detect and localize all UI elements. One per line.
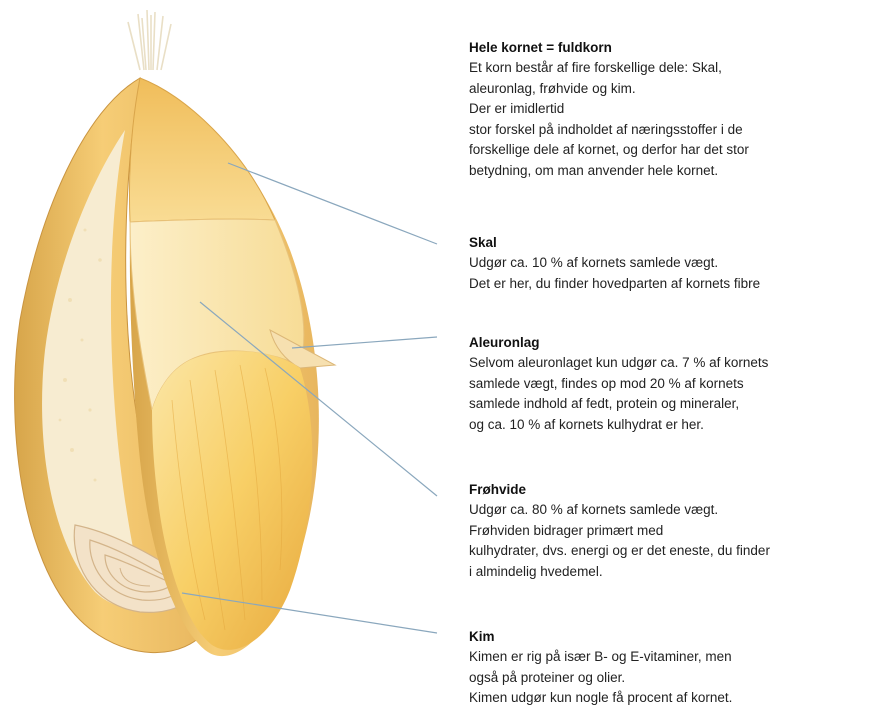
- explanation-text: Hele kornet = fuldkorn Et korn består af…: [469, 0, 887, 719]
- section-line: også på proteiner og olier.: [469, 668, 887, 689]
- section-line: Det er her, du finder hovedparten af kor…: [469, 274, 887, 295]
- kernel-brush-hairs: [128, 10, 171, 70]
- section-line: samlede indhold af fedt, protein og mine…: [469, 394, 887, 415]
- section-line: Frøhviden bidrager primært med: [469, 521, 887, 542]
- section-line: Udgør ca. 10 % af kornets samlede vægt.: [469, 253, 887, 274]
- section-line: aleuronlag, frøhvide og kim.: [469, 79, 887, 100]
- section-aleuronlag: Aleuronlag Selvom aleuronlaget kun udgør…: [469, 333, 887, 435]
- section-line: og ca. 10 % af kornets kulhydrat er her.: [469, 415, 887, 436]
- section-fuldkorn: Hele kornet = fuldkorn Et korn består af…: [469, 38, 887, 181]
- section-line: Der er imidlertid: [469, 99, 887, 120]
- section-line: forskellige dele af kornet, og derfor ha…: [469, 140, 887, 161]
- section-heading: Hele kornet = fuldkorn: [469, 38, 887, 58]
- section-line: Kimen er rig på især B- og E-vitaminer, …: [469, 647, 887, 668]
- section-line: kulhydrater, dvs. energi og er det enest…: [469, 541, 887, 562]
- section-frohvide: Frøhvide Udgør ca. 80 % af kornets samle…: [469, 480, 887, 582]
- section-heading: Aleuronlag: [469, 333, 887, 353]
- section-heading: Skal: [469, 233, 887, 253]
- section-line: Udgør ca. 80 % af kornets samlede vægt.: [469, 500, 887, 521]
- section-line: samlede vægt, findes op mod 20 % af korn…: [469, 374, 887, 395]
- kernel-husk-top: [129, 78, 275, 222]
- section-kim: Kim Kimen er rig på især B- og E-vitamin…: [469, 627, 887, 709]
- section-line: Kimen udgør kun nogle få procent af korn…: [469, 688, 887, 709]
- section-skal: Skal Udgør ca. 10 % af kornets samlede v…: [469, 233, 887, 294]
- section-line: i almindelig hvedemel.: [469, 562, 887, 583]
- section-line: betydning, om man anvender hele kornet.: [469, 161, 887, 182]
- leader-aleuronlag: [292, 337, 437, 348]
- section-line: Selvom aleuronlaget kun udgør ca. 7 % af…: [469, 353, 887, 374]
- section-heading: Frøhvide: [469, 480, 887, 500]
- section-line: Et korn består af fire forskellige dele:…: [469, 58, 887, 79]
- section-line: stor forskel på indholdet af næringsstof…: [469, 120, 887, 141]
- section-heading: Kim: [469, 627, 887, 647]
